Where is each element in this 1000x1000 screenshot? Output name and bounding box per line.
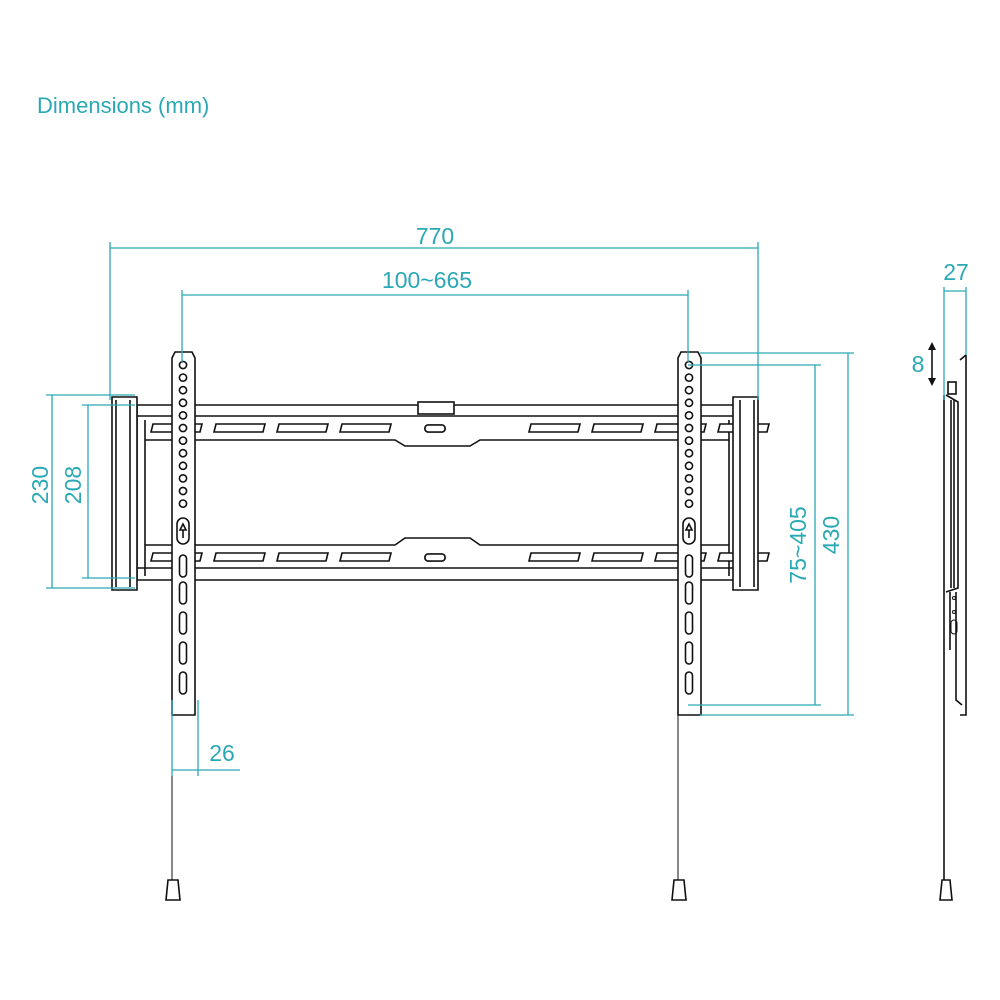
mounting-hole — [178, 486, 188, 496]
mounting-hole — [178, 473, 188, 483]
arm-slot — [178, 581, 188, 605]
up-arrow-icon — [178, 522, 188, 538]
rail-slot — [527, 552, 582, 562]
right-end-cap — [732, 396, 759, 591]
safety-cord-pull-tab[interactable] — [671, 879, 687, 901]
dim-overall-width: 770 — [109, 223, 759, 400]
svg-text:26: 26 — [209, 740, 235, 766]
arm-slot — [684, 611, 694, 635]
mounting-hole — [178, 410, 188, 420]
svg-text:8: 8 — [912, 351, 925, 377]
side-view — [939, 354, 967, 901]
mounting-hole — [684, 499, 694, 508]
rail-slot — [590, 552, 645, 562]
svg-text:230: 230 — [27, 466, 53, 504]
mounting-hole — [178, 448, 188, 458]
svg-text:770: 770 — [416, 223, 454, 249]
dim-rail-height: 208 — [60, 404, 135, 579]
dim-wall-distance: 27 — [943, 259, 969, 400]
mounting-hole — [684, 448, 694, 458]
mounting-hole — [684, 385, 694, 395]
arm-slot — [178, 611, 188, 635]
arm-slot — [684, 581, 694, 605]
arm-slot — [684, 554, 694, 578]
dim-vesa-horizontal: 100~665 — [181, 267, 689, 362]
left-end-cap — [111, 396, 138, 591]
safety-cord-pull-tab[interactable] — [939, 879, 953, 901]
safety-cord-pull-tab[interactable] — [165, 879, 181, 901]
mounting-hole — [684, 461, 694, 471]
rail-slot — [275, 552, 330, 562]
arm-slot — [684, 641, 694, 665]
mounting-hole — [684, 398, 694, 408]
rail-slot — [275, 423, 330, 433]
level-bubble — [417, 401, 455, 415]
rail-slot — [212, 552, 267, 562]
dim-arm-height: 430 — [700, 352, 854, 716]
up-arrow-icon — [684, 522, 694, 538]
arm-slot — [178, 671, 188, 695]
wall-plate — [136, 401, 771, 581]
arm-slot — [178, 641, 188, 665]
dim-height-adjust: 8 — [912, 342, 936, 386]
mounting-hole — [178, 436, 188, 445]
mounting-hole — [684, 373, 694, 382]
svg-text:430: 430 — [818, 516, 844, 554]
dim-vesa-vertical: 75~405 — [688, 364, 821, 706]
mounting-hole — [684, 473, 694, 483]
mounting-hole — [684, 486, 694, 496]
mounting-hole — [178, 385, 188, 395]
rail-slot — [590, 423, 645, 433]
rail-slot — [338, 423, 393, 433]
svg-text:75~405: 75~405 — [785, 506, 811, 583]
rail-slot — [424, 424, 446, 433]
mounting-hole — [684, 423, 694, 433]
rail-slot — [338, 552, 393, 562]
mounting-hole — [178, 360, 188, 370]
mounting-hole — [684, 436, 694, 445]
rail-slot — [527, 423, 582, 433]
arm-slot — [684, 671, 694, 695]
svg-text:100~665: 100~665 — [382, 267, 472, 293]
mounting-hole — [178, 423, 188, 433]
svg-text:27: 27 — [943, 259, 969, 285]
rail-slot — [212, 423, 267, 433]
rail-slot — [424, 553, 446, 562]
dim-arm-width: 26 — [171, 700, 240, 776]
svg-text:208: 208 — [60, 466, 86, 504]
dim-bracket-height: 230 — [27, 394, 135, 589]
mounting-hole — [178, 499, 188, 508]
right-arm — [671, 351, 702, 901]
mounting-hole — [178, 461, 188, 471]
mounting-hole — [684, 410, 694, 420]
front-view — [111, 351, 771, 901]
mounting-hole — [178, 398, 188, 408]
arm-slot — [178, 554, 188, 578]
diagram-title: Dimensions (mm) — [37, 93, 209, 118]
mounting-hole — [178, 373, 188, 382]
